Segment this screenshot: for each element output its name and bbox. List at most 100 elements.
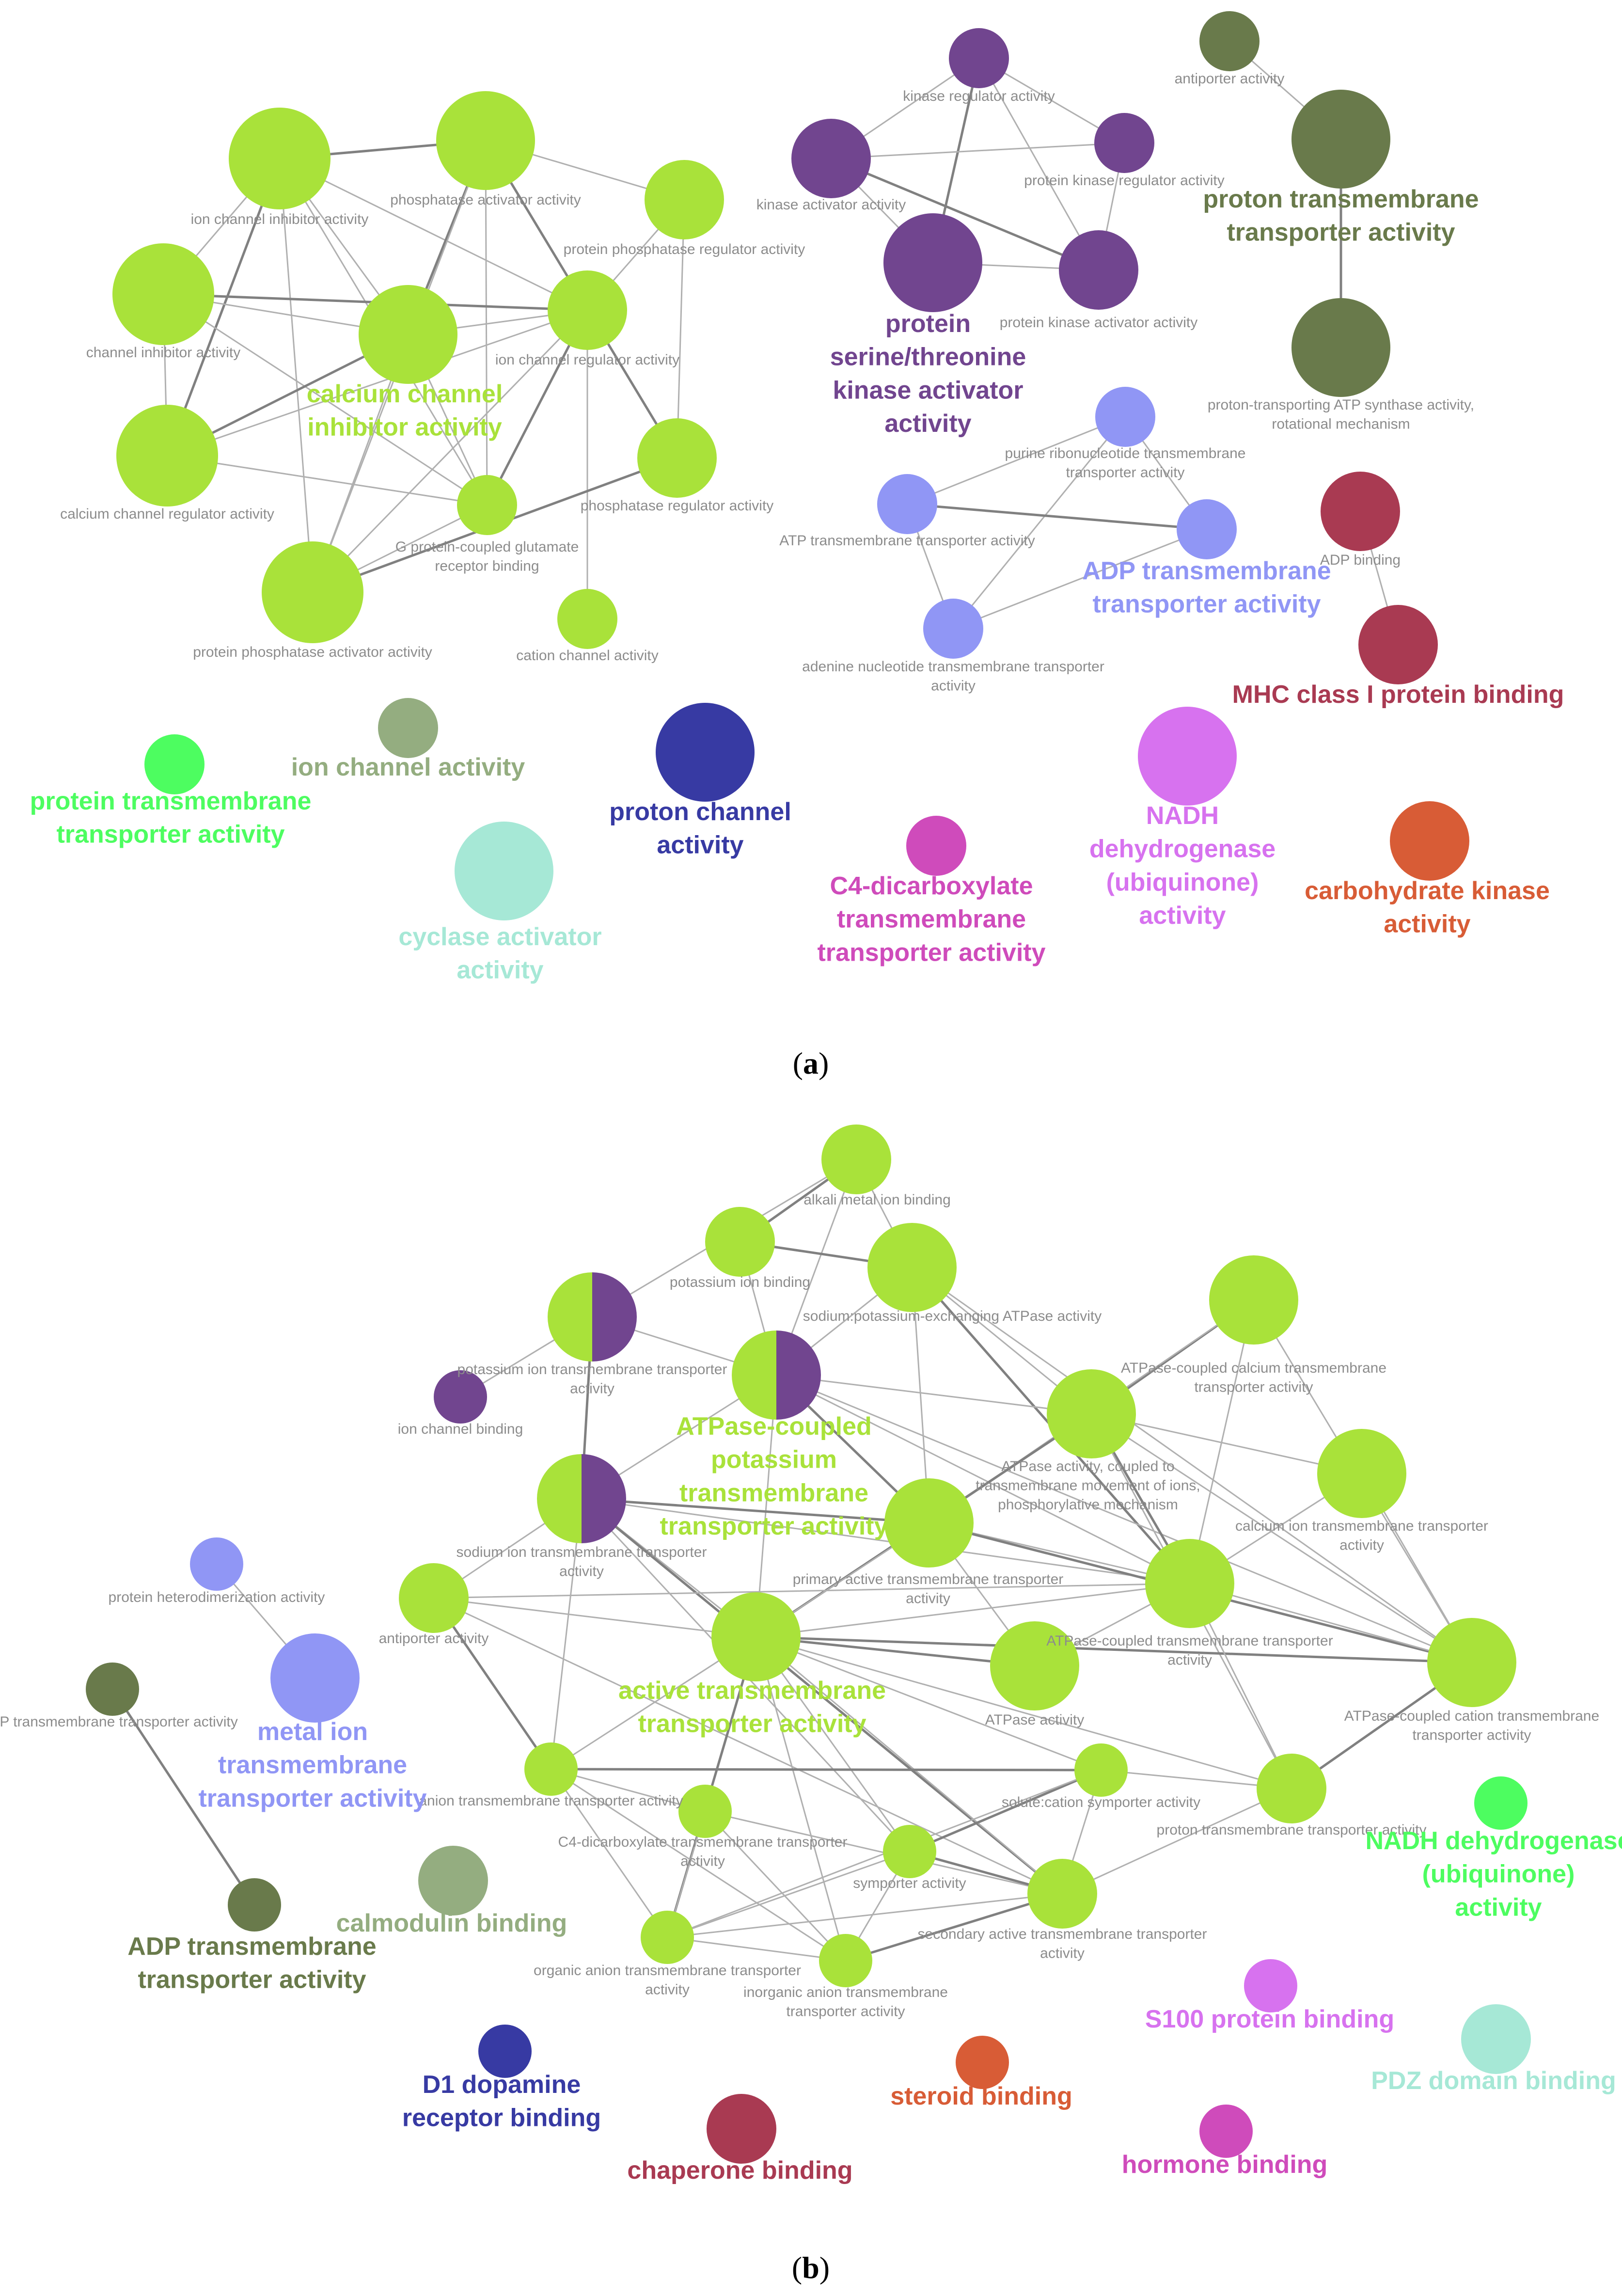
node-a_ionReg[interactable] [548,270,627,350]
node-a_kinReg[interactable] [949,28,1009,88]
node-b_organic[interactable] [641,1911,694,1964]
node-label-b_primary: primary active transmembrane transporter… [793,1571,1064,1607]
node-b_atpaseIons[interactable] [1047,1369,1136,1458]
node-a_c4[interactable] [906,816,966,876]
node-a_ionChan[interactable] [378,698,438,758]
edge-a_ionInh-a_ionReg [279,158,588,311]
node-b_kTrans[interactable] [548,1272,637,1362]
node-b_pdz[interactable] [1461,2004,1531,2074]
node-a_pkAct[interactable] [1059,230,1138,310]
node-a_gpcr[interactable] [457,475,517,535]
node-b_atpase[interactable] [990,1621,1079,1710]
node-circle [1047,1369,1136,1458]
node-label-a_chanInh: channel inhibitor activity [86,345,241,361]
node-circle [1427,1618,1516,1707]
node-b_atpaseK[interactable] [732,1330,821,1420]
edge-a_ionReg-a_ppAct [312,309,588,593]
node-a_kinAct[interactable] [791,119,871,198]
node-circle [228,1878,281,1932]
node-a_adp[interactable] [1177,499,1237,559]
node-b_nadh[interactable] [1474,1776,1528,1830]
node-b_primary[interactable] [884,1478,974,1568]
node-b_atpTT[interactable] [86,1663,139,1716]
node-b_soluteCation[interactable] [1074,1743,1128,1797]
node-label-a_pkReg: protein kinase regulator activity [1024,173,1225,189]
node-a_chanInh[interactable] [112,243,214,345]
edge-a_phosAct-a_gpcr [485,140,488,506]
node-a_cation[interactable] [557,589,617,649]
node-a_adpBind[interactable] [1321,472,1400,551]
node-b_anion[interactable] [524,1742,578,1796]
node-a_ptt[interactable] [144,734,205,794]
node-a_protonChan[interactable] [656,703,755,802]
node-circle [656,703,755,802]
node-b_active[interactable] [711,1592,801,1681]
edge-b_secondary-b_organic [666,1893,1063,1938]
node-circle [1145,1539,1234,1628]
node-b_potBind[interactable] [705,1207,775,1277]
node-b_hormone[interactable] [1199,2105,1253,2158]
node-a_antiporter[interactable] [1199,11,1260,71]
node-b_chaperone[interactable] [707,2094,776,2164]
edge-b_active-b_secondary [755,1636,1063,1895]
node-b_atpaseCation[interactable] [1427,1618,1516,1707]
node-a_carb[interactable] [1390,801,1469,881]
node-a_atpSynth[interactable] [1291,298,1390,397]
node-label-a_ionInh: ion channel inhibitor activity [191,211,369,227]
node-a_pkReg[interactable] [1094,113,1154,173]
node-label-b_hetero: protein heterodimerization activity [109,1589,325,1605]
node-b_naK[interactable] [867,1223,957,1312]
node-b_atpaseCoupled[interactable] [1145,1539,1234,1628]
node-label-b_alkali: alkali metal ion binding [803,1192,951,1208]
node-b_calmodulin[interactable] [418,1846,488,1916]
node-a_ppRegAct[interactable] [645,160,724,239]
node-b_protonTT[interactable] [1257,1754,1326,1823]
edge-b_antiporter-b_active [433,1597,757,1638]
node-label-a_phosAct: phosphatase activator activity [390,192,581,208]
node-b_adpTT[interactable] [228,1878,281,1932]
node-circle [1027,1859,1097,1929]
node-circle [1074,1743,1128,1797]
edge-b_active-b_atpase [755,1635,1036,1667]
node-b_inorganic[interactable] [819,1934,872,1987]
node-b_ionChanBind[interactable] [434,1370,487,1424]
node-a_pstk[interactable] [883,213,982,312]
node-a_phosAct[interactable] [436,91,535,190]
node-a_purine[interactable] [1095,387,1155,447]
node-a_nadh[interactable] [1138,707,1237,806]
edge-a_ppRegAct-a_phosReg [676,199,685,459]
node-circle [478,2025,532,2078]
node-a_atpTrans[interactable] [877,474,937,534]
node-a_ppAct[interactable] [262,541,363,643]
node-b_s100[interactable] [1244,1959,1297,2012]
node-a_caInh[interactable] [359,285,457,384]
node-circle [524,1742,578,1796]
node-a_ionInh[interactable] [229,108,331,209]
node-b_alkali[interactable] [821,1124,891,1194]
node-circle [1138,707,1237,806]
node-b_hetero[interactable] [190,1537,243,1591]
node-b_secondary[interactable] [1027,1859,1097,1929]
node-b_metalIon[interactable] [270,1633,360,1723]
node-b_antiporter[interactable] [399,1563,469,1633]
node-b_naTrans[interactable] [537,1454,626,1543]
node-a_proton[interactable] [1291,90,1390,189]
node-b_c4[interactable] [678,1785,732,1838]
node-b_steroid[interactable] [956,2036,1009,2089]
node-a_caReg[interactable] [116,405,218,507]
node-a_cyclase[interactable] [455,822,553,920]
node-b_caIon[interactable] [1317,1429,1406,1518]
node-a_mhc[interactable] [1358,605,1438,684]
node-b_symporter[interactable] [883,1825,936,1878]
node-a_adenine[interactable] [923,599,983,659]
node-b_d1[interactable] [478,2025,532,2078]
node-b_atpaseCa[interactable] [1209,1255,1298,1345]
node-circle [1461,2004,1531,2074]
node-a_phosReg[interactable] [637,418,717,498]
